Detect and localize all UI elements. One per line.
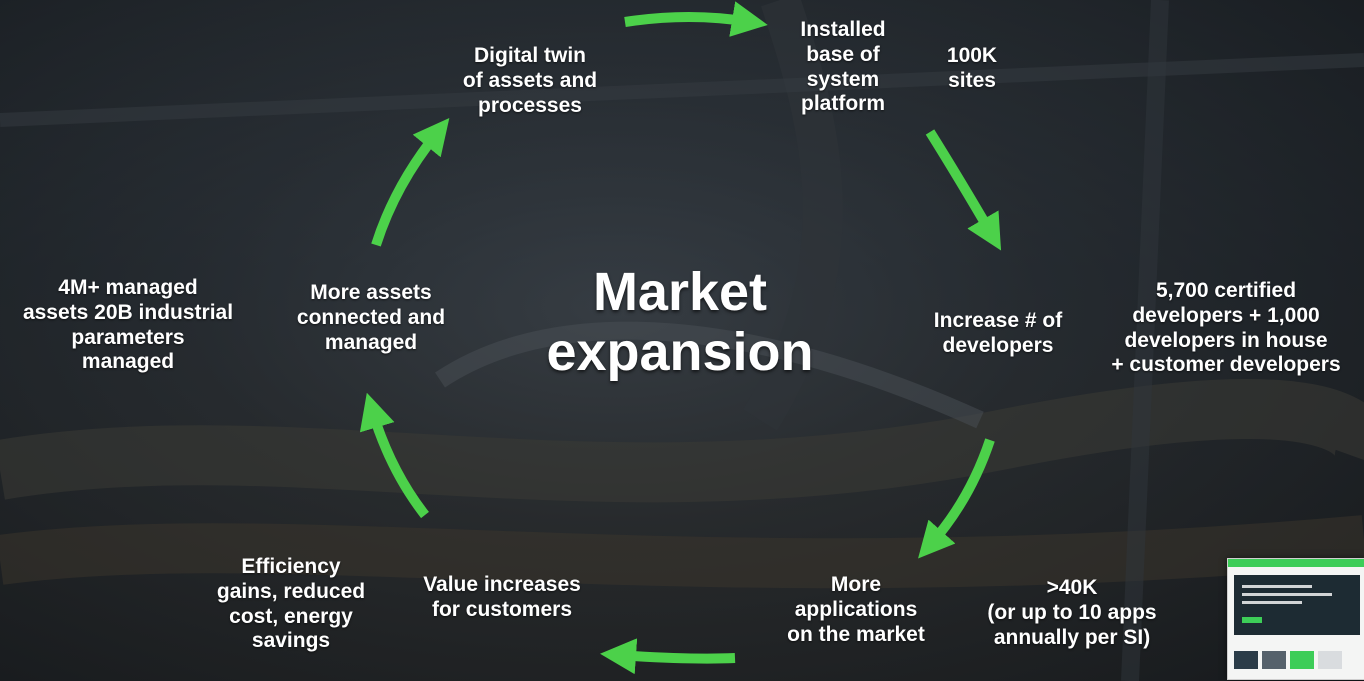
arrow-top-left bbox=[371, 118, 450, 247]
node-sites: 100K sites bbox=[946, 44, 998, 92]
arrow-bottom bbox=[600, 638, 736, 675]
node-certified-developers: 5,700 certified developers + 1,000 devel… bbox=[1111, 279, 1341, 377]
arrow-bottom-left bbox=[359, 392, 429, 519]
node-installed-base: Installed base of system platform bbox=[800, 18, 886, 116]
node-more-assets: More assets connected and managed bbox=[296, 281, 446, 354]
website-thumbnail bbox=[1227, 558, 1364, 680]
node-managed-assets: 4M+ managed assets 20B industrial parame… bbox=[22, 276, 234, 374]
arrow-bottom-right bbox=[918, 438, 995, 559]
node-value-increases: Value increases for customers bbox=[423, 573, 581, 621]
node-apps-count: >40K (or up to 10 apps annually per SI) bbox=[987, 576, 1157, 649]
arrow-top-right bbox=[925, 129, 1002, 251]
arrow-top bbox=[624, 1, 768, 37]
node-more-applications: More applications on the market bbox=[787, 573, 925, 646]
diagram-title: Market expansion bbox=[546, 262, 814, 383]
node-efficiency: Efficiency gains, reduced cost, energy s… bbox=[216, 555, 366, 653]
node-digital-twin: Digital twin of assets and processes bbox=[462, 44, 598, 117]
node-increase-developers: Increase # of developers bbox=[933, 309, 1063, 357]
